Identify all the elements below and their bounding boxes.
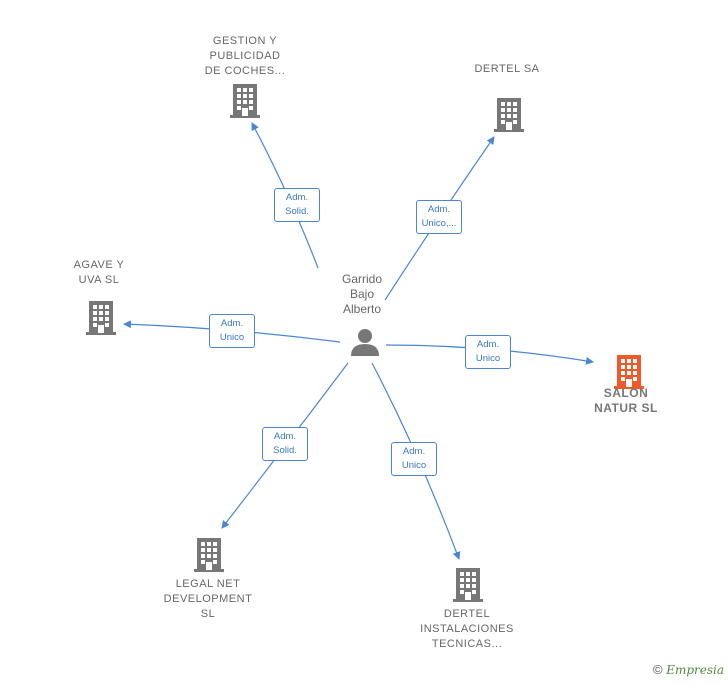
person-name[interactable]: Garrido Bajo Alberto <box>341 272 382 316</box>
node-label-dertel_sa[interactable]: DERTEL SA <box>474 63 540 75</box>
edge-label-agave[interactable]: Adm. Unico <box>209 314 255 348</box>
person-icon[interactable] <box>351 329 379 356</box>
node-label-dertel_inst[interactable]: DERTEL INSTALACIONES TECNICAS... <box>420 608 514 650</box>
edge-label-legal[interactable]: Adm. Solid. <box>262 427 308 461</box>
edge-label-dertel_inst[interactable]: Adm. Unico <box>391 442 437 476</box>
node-label-gestion[interactable]: GESTION Y PUBLICIDAD DE COCHES... <box>204 35 286 77</box>
node-label-legal[interactable]: LEGAL NET DEVELOPMENT SL <box>163 578 253 620</box>
building-icon[interactable] <box>453 568 483 602</box>
copyright-icon: © <box>652 662 663 677</box>
icons-layer <box>86 84 644 602</box>
edge-label-salon[interactable]: Adm. Unico <box>465 335 511 369</box>
building-icon[interactable] <box>494 98 524 132</box>
footer: © Empresia <box>653 662 724 677</box>
node-label-agave[interactable]: AGAVE Y UVA SL <box>73 259 125 286</box>
building-icon[interactable] <box>614 355 644 389</box>
building-icon[interactable] <box>194 538 224 572</box>
building-icon[interactable] <box>230 84 260 118</box>
node-label-salon[interactable]: SALON NATUR SL <box>594 386 658 415</box>
edge-label-dertel_sa[interactable]: Adm. Unico,... <box>416 200 462 234</box>
edge-label-gestion[interactable]: Adm. Solid. <box>274 188 320 222</box>
brand-logo[interactable]: Empresia <box>666 663 724 677</box>
building-icon[interactable] <box>86 301 116 335</box>
edges-layer <box>123 122 594 560</box>
